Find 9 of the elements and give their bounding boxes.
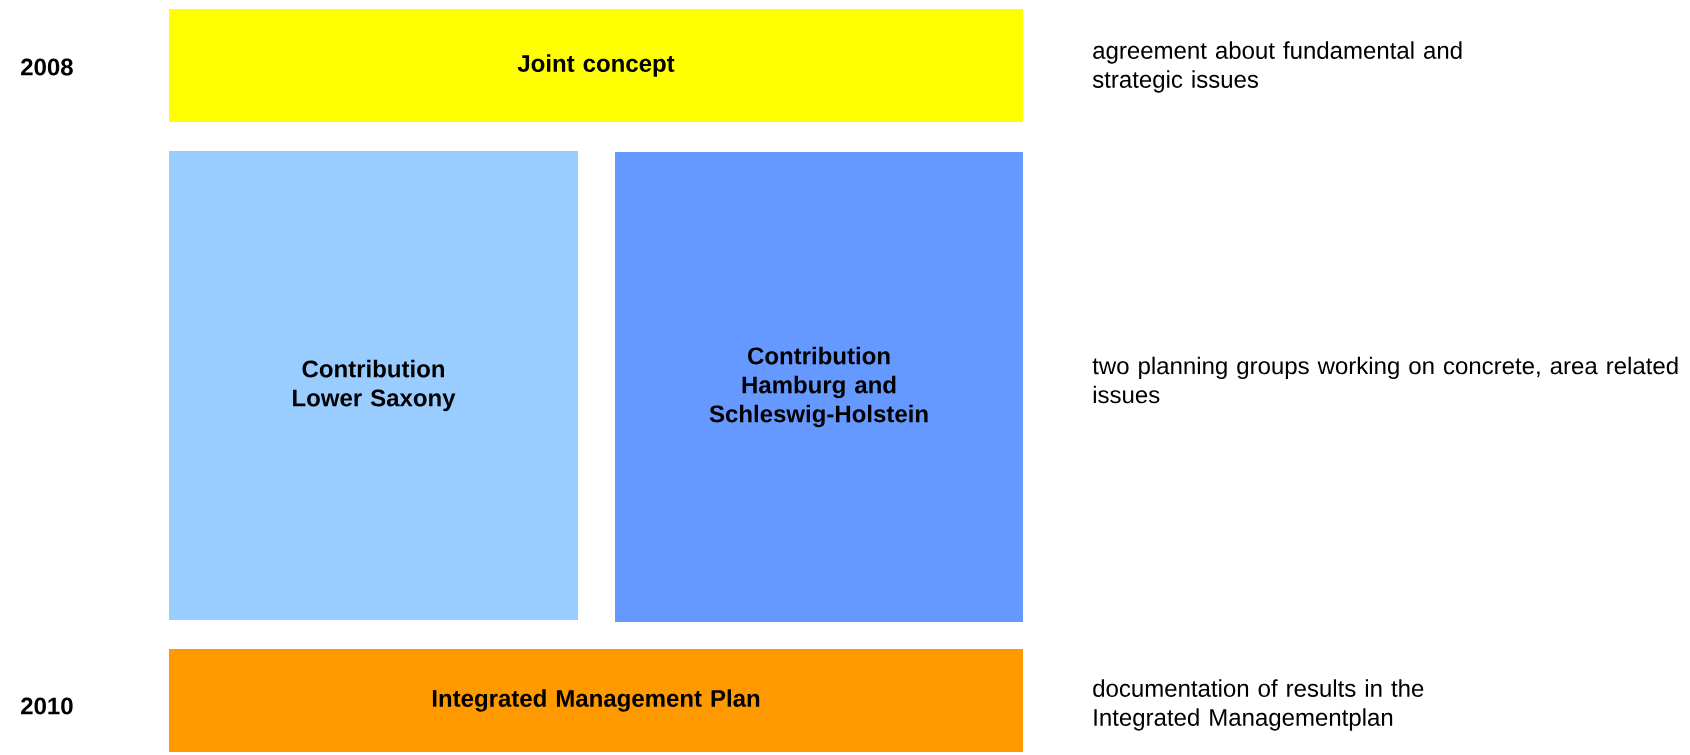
row-description: agreement about fundamental and strategic issues [1092, 41, 1462, 93]
row-description: two planning groups working on concrete, area related issues [1092, 356, 1678, 404]
process-box: Joint concept [169, 9, 1023, 122]
process-box: Contribution Lower Saxony [169, 151, 578, 620]
process-box: Integrated Management Plan [169, 649, 1023, 752]
year-label: 2008 [21, 58, 73, 76]
year-label: 2010 [21, 697, 73, 715]
process-box: Contribution Hamburg and Schleswig-Holstein [615, 152, 1023, 622]
row-description: documentation of results in the Integrated Managementplan [1093, 679, 1424, 731]
